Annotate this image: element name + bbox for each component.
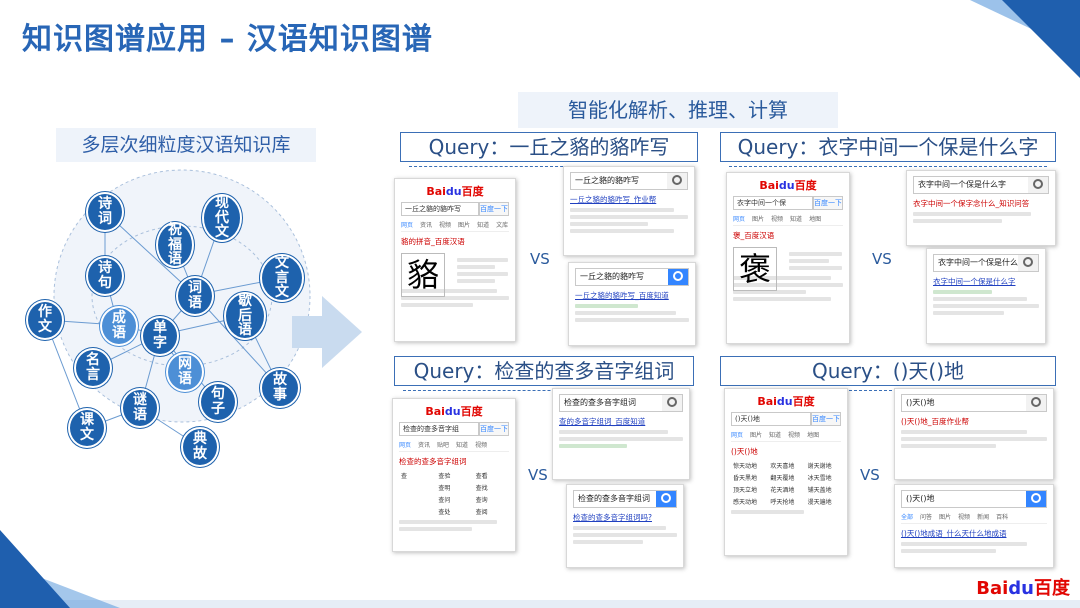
node-xiandaiwen: 现代文 xyxy=(202,194,242,242)
search-button[interactable]: 百度一下 xyxy=(479,422,509,436)
node-danzi: 单字 xyxy=(141,316,179,356)
node-chengyu: 成语 xyxy=(100,306,138,346)
baidu-logo: Baidu百度 xyxy=(426,185,484,198)
node-diangu: 典故 xyxy=(181,427,219,467)
node-shiju: 诗句 xyxy=(86,256,124,296)
node-wenyanwen: 文言文 xyxy=(260,254,304,302)
search-tabs: 全部问答图片视频新闻百科 xyxy=(901,512,1047,524)
search-input[interactable]: 衣字中间一个保 xyxy=(733,196,813,210)
node-juzi: 句子 xyxy=(199,382,237,422)
baidu-hanyu-screenshot: Baidu百度 衣字中间一个保百度一下 网页图片视频知道地图 褒_百度汉语 褒 xyxy=(726,172,850,344)
competitor-screenshot: ()天()地 ()天()地_百度作业帮 xyxy=(894,388,1054,480)
search-button[interactable]: 百度一下 xyxy=(479,202,509,216)
competitor-screenshot: 衣字中间一个保是什么字 衣字中间一个保字念什么_知识问答 xyxy=(906,170,1056,246)
search-input[interactable]: ()天()地 xyxy=(901,394,1047,412)
knowledge-graph: 诗词 祝福语 现代文 诗句 词语 文言文 作文 成语 单字 歇后语 名言 网语 … xyxy=(0,160,360,480)
node-mingyan: 名言 xyxy=(74,348,112,388)
result-title[interactable]: ()天()地 xyxy=(731,447,758,456)
competitor-screenshot: ()天()地 全部问答图片视频新闻百科 ()天()地成语_什么天什么地成语 xyxy=(894,484,1054,568)
corner-decoration xyxy=(0,530,70,608)
search-tabs: 网页资讯贴吧知道视频 xyxy=(399,440,509,452)
query-box: Query：一丘之貉的貉咋写 xyxy=(400,132,698,167)
search-input[interactable]: 检查的查多音字组词 xyxy=(573,490,677,508)
competitor-screenshot: 一丘之貉的貉咋写 一丘之貉的貉咋写_作业帮 xyxy=(563,166,695,256)
slide-title: 知识图谱应用 – 汉语知识图谱 xyxy=(22,22,433,57)
result-title[interactable]: 查的多音字组词_百度知道 xyxy=(559,417,646,426)
search-tabs: 网页资讯视频图片知道文库 xyxy=(401,220,509,232)
baidu-logo: Baidu百度 xyxy=(759,179,817,192)
query-box: Query：()天()地 xyxy=(720,356,1056,391)
result-title[interactable]: 衣字中间一个保是什么字 xyxy=(933,277,1016,286)
node-zuowen: 作文 xyxy=(26,300,64,340)
query-label: Query：()天()地 xyxy=(812,359,964,383)
search-input[interactable]: ()天()地 xyxy=(731,412,811,426)
result-title[interactable]: 貉的拼音_百度汉语 xyxy=(401,237,465,246)
search-button[interactable]: 百度一下 xyxy=(813,196,843,210)
search-input[interactable]: 一丘之貉的貉咋写 xyxy=(575,268,689,286)
competitor-screenshot: 衣字中间一个保是什么字 衣字中间一个保是什么字 xyxy=(926,248,1046,344)
node-xiehouyu: 歇后语 xyxy=(224,292,266,340)
search-input[interactable]: 检查的查多音字组 xyxy=(399,422,479,436)
arrow-icon xyxy=(292,316,324,348)
result-title[interactable]: 衣字中间一个保字念什么_知识问答 xyxy=(913,199,1030,208)
result-title[interactable]: 检查的查多音字组词 xyxy=(399,457,467,466)
result-title[interactable]: ()天()地成语_什么天什么地成语 xyxy=(901,529,1007,538)
footer-band xyxy=(0,600,1080,608)
result-title[interactable]: 检查的查多音字组词吗? xyxy=(573,513,652,522)
right-heading: 智能化解析、推理、计算 xyxy=(518,92,838,128)
vs-label: VS xyxy=(530,250,550,268)
vs-label: VS xyxy=(528,466,548,484)
query-label: Query：衣字中间一个保是什么字 xyxy=(737,135,1039,159)
baidu-hanyu-screenshot: Baidu百度 ()天()地百度一下 网页图片知道视频地图 ()天()地 惊天动… xyxy=(724,388,848,556)
result-title[interactable]: 褒_百度汉语 xyxy=(733,231,775,240)
search-input[interactable]: 检查的查多音字组词 xyxy=(559,394,683,412)
left-heading: 多层次细粒度汉语知识库 xyxy=(56,128,316,162)
node-ciyu: 词语 xyxy=(176,276,214,316)
result-title[interactable]: ()天()地_百度作业帮 xyxy=(901,417,969,426)
baidu-hanyu-screenshot: Baidu百度 检查的查多音字组百度一下 网页资讯贴吧知道视频 检查的查多音字组… xyxy=(392,398,516,552)
search-input[interactable]: 一丘之貉的貉咋写 xyxy=(401,202,479,216)
vs-label: VS xyxy=(860,466,880,484)
node-gushi: 故事 xyxy=(260,368,300,408)
query-box: Query：检查的查多音字组词 xyxy=(394,356,694,391)
vs-label: VS xyxy=(872,250,892,268)
corner-decoration xyxy=(1002,0,1080,78)
competitor-screenshot: 检查的查多音字组词 查的多音字组词_百度知道 xyxy=(552,388,690,480)
baidu-logo: Baidu百度 xyxy=(425,405,483,418)
query-label: Query：检查的查多音字组词 xyxy=(413,359,675,383)
query-label: Query：一丘之貉的貉咋写 xyxy=(428,135,670,159)
node-shici: 诗词 xyxy=(86,192,124,232)
search-tabs: 网页图片视频知道地图 xyxy=(733,214,843,226)
competitor-screenshot: 一丘之貉的貉咋写 一丘之貉的貉咋写_百度知道 xyxy=(568,262,696,346)
node-miyu: 谜语 xyxy=(121,388,159,428)
character-glyph: 貉 xyxy=(401,253,445,297)
character-glyph: 褒 xyxy=(733,247,777,291)
search-input[interactable]: 衣字中间一个保是什么字 xyxy=(913,176,1049,194)
competitor-screenshot: 检查的查多音字组词 检查的查多音字组词吗? xyxy=(566,484,684,568)
arrow-icon xyxy=(322,296,362,368)
query-box: Query：衣字中间一个保是什么字 xyxy=(720,132,1056,167)
baidu-hanyu-screenshot: Baidu百度 一丘之貉的貉咋写百度一下 网页资讯视频图片知道文库 貉的拼音_百… xyxy=(394,178,516,342)
search-input[interactable]: ()天()地 xyxy=(901,490,1047,508)
node-kewen: 课文 xyxy=(68,408,106,448)
search-input[interactable]: 衣字中间一个保是什么字 xyxy=(933,254,1039,272)
baidu-logo: Baidu百度 xyxy=(757,395,815,408)
result-title[interactable]: 一丘之貉的貉咋写_百度知道 xyxy=(575,291,669,300)
baidu-logo: Baidu百度 xyxy=(976,578,1070,599)
result-title[interactable]: 一丘之貉的貉咋写_作业帮 xyxy=(570,195,657,204)
search-button[interactable]: 百度一下 xyxy=(811,412,841,426)
node-wangyu: 网语 xyxy=(166,352,204,392)
word-grid: 查查验查看查明查找 查问查询查处查阅 xyxy=(401,473,488,516)
search-input[interactable]: 一丘之貉的貉咋写 xyxy=(570,172,688,190)
idiom-grid: 惊天动地欢天喜地谢天谢地 昏天黑地翻天覆地冰天雪地 顶天立地花天酒地铺天盖地 感… xyxy=(733,463,832,506)
search-tabs: 网页图片知道视频地图 xyxy=(731,430,841,442)
node-zhufuyu: 祝福语 xyxy=(156,222,194,268)
